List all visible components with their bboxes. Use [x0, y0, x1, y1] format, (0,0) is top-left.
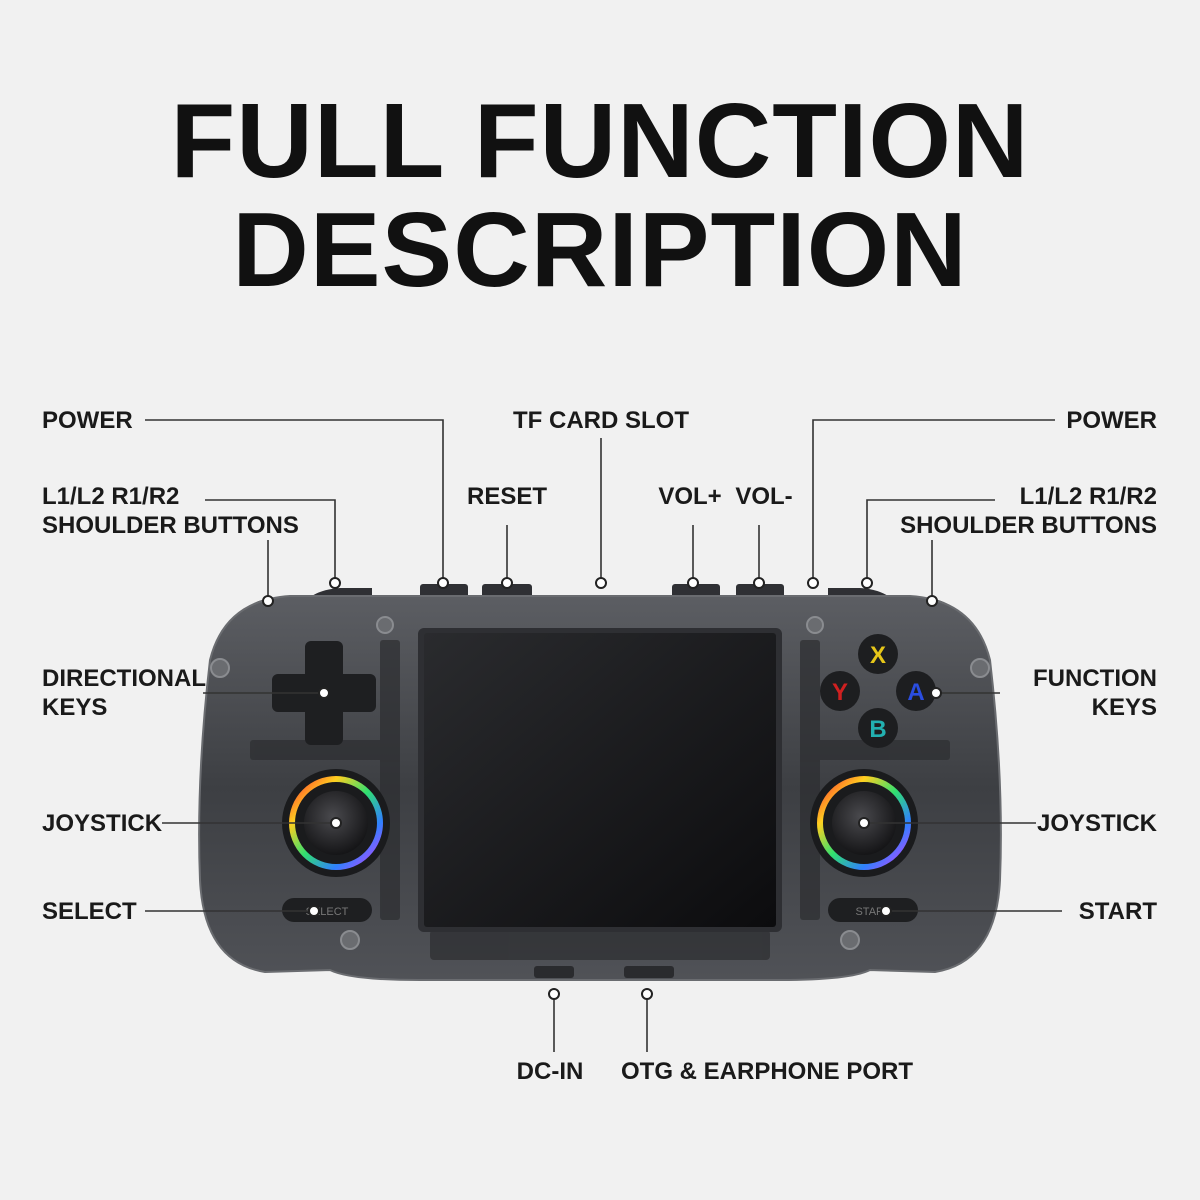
label-select: SELECT — [42, 898, 137, 925]
label-vol-down: VOL- — [735, 483, 793, 510]
x-button-label: X — [870, 642, 886, 669]
label-tf-card-slot: TF CARD SLOT — [513, 407, 689, 434]
label-function-1: FUNCTION — [1033, 665, 1157, 692]
dc-in-port — [534, 966, 574, 978]
label-shoulder-right-1: L1/L2 R1/R2 — [1019, 483, 1157, 510]
power-button-left — [420, 584, 468, 598]
screen — [424, 633, 776, 927]
x-button — [858, 634, 898, 674]
vol-up-button — [672, 584, 720, 598]
a-button — [896, 671, 936, 711]
reset-button — [482, 584, 532, 598]
title-line-2: DESCRIPTION — [232, 191, 968, 309]
start-button — [828, 898, 918, 922]
y-button — [820, 671, 860, 711]
label-vol-up: VOL+ — [658, 483, 722, 510]
callout-dots — [262, 577, 942, 1000]
select-button — [282, 898, 372, 922]
label-function-2: KEYS — [1091, 694, 1157, 721]
label-start: START — [1078, 898, 1157, 925]
label-directional-2: KEYS — [42, 694, 108, 721]
label-joystick-right: JOYSTICK — [1036, 810, 1157, 837]
a-button-label: A — [907, 679, 924, 706]
label-dc-in: DC-IN — [516, 1058, 584, 1085]
label-otg-earphone: OTG & EARPHONE PORT — [621, 1058, 914, 1085]
callout-lines — [145, 419, 1062, 1052]
b-button — [858, 708, 898, 748]
label-joystick-left: JOYSTICK — [42, 810, 163, 837]
label-power-left: POWER — [42, 407, 133, 434]
otg-port — [624, 966, 674, 978]
label-reset: RESET — [466, 483, 548, 510]
label-shoulder-left-1: L1/L2 R1/R2 — [42, 483, 180, 510]
label-shoulder-right-2: SHOULDER BUTTONS — [900, 512, 1157, 539]
y-button-label: Y — [832, 679, 848, 706]
screws — [210, 616, 990, 950]
label-shoulder-left-2: SHOULDER BUTTONS — [42, 512, 299, 539]
vol-down-button — [736, 584, 784, 598]
label-directional-1: DIRECTIONAL — [42, 665, 206, 692]
b-button-label: B — [869, 716, 886, 743]
circuit-pattern — [250, 640, 950, 960]
label-power-right: POWER — [1066, 407, 1157, 434]
title-line-1: FULL FUNCTION — [170, 82, 1030, 200]
